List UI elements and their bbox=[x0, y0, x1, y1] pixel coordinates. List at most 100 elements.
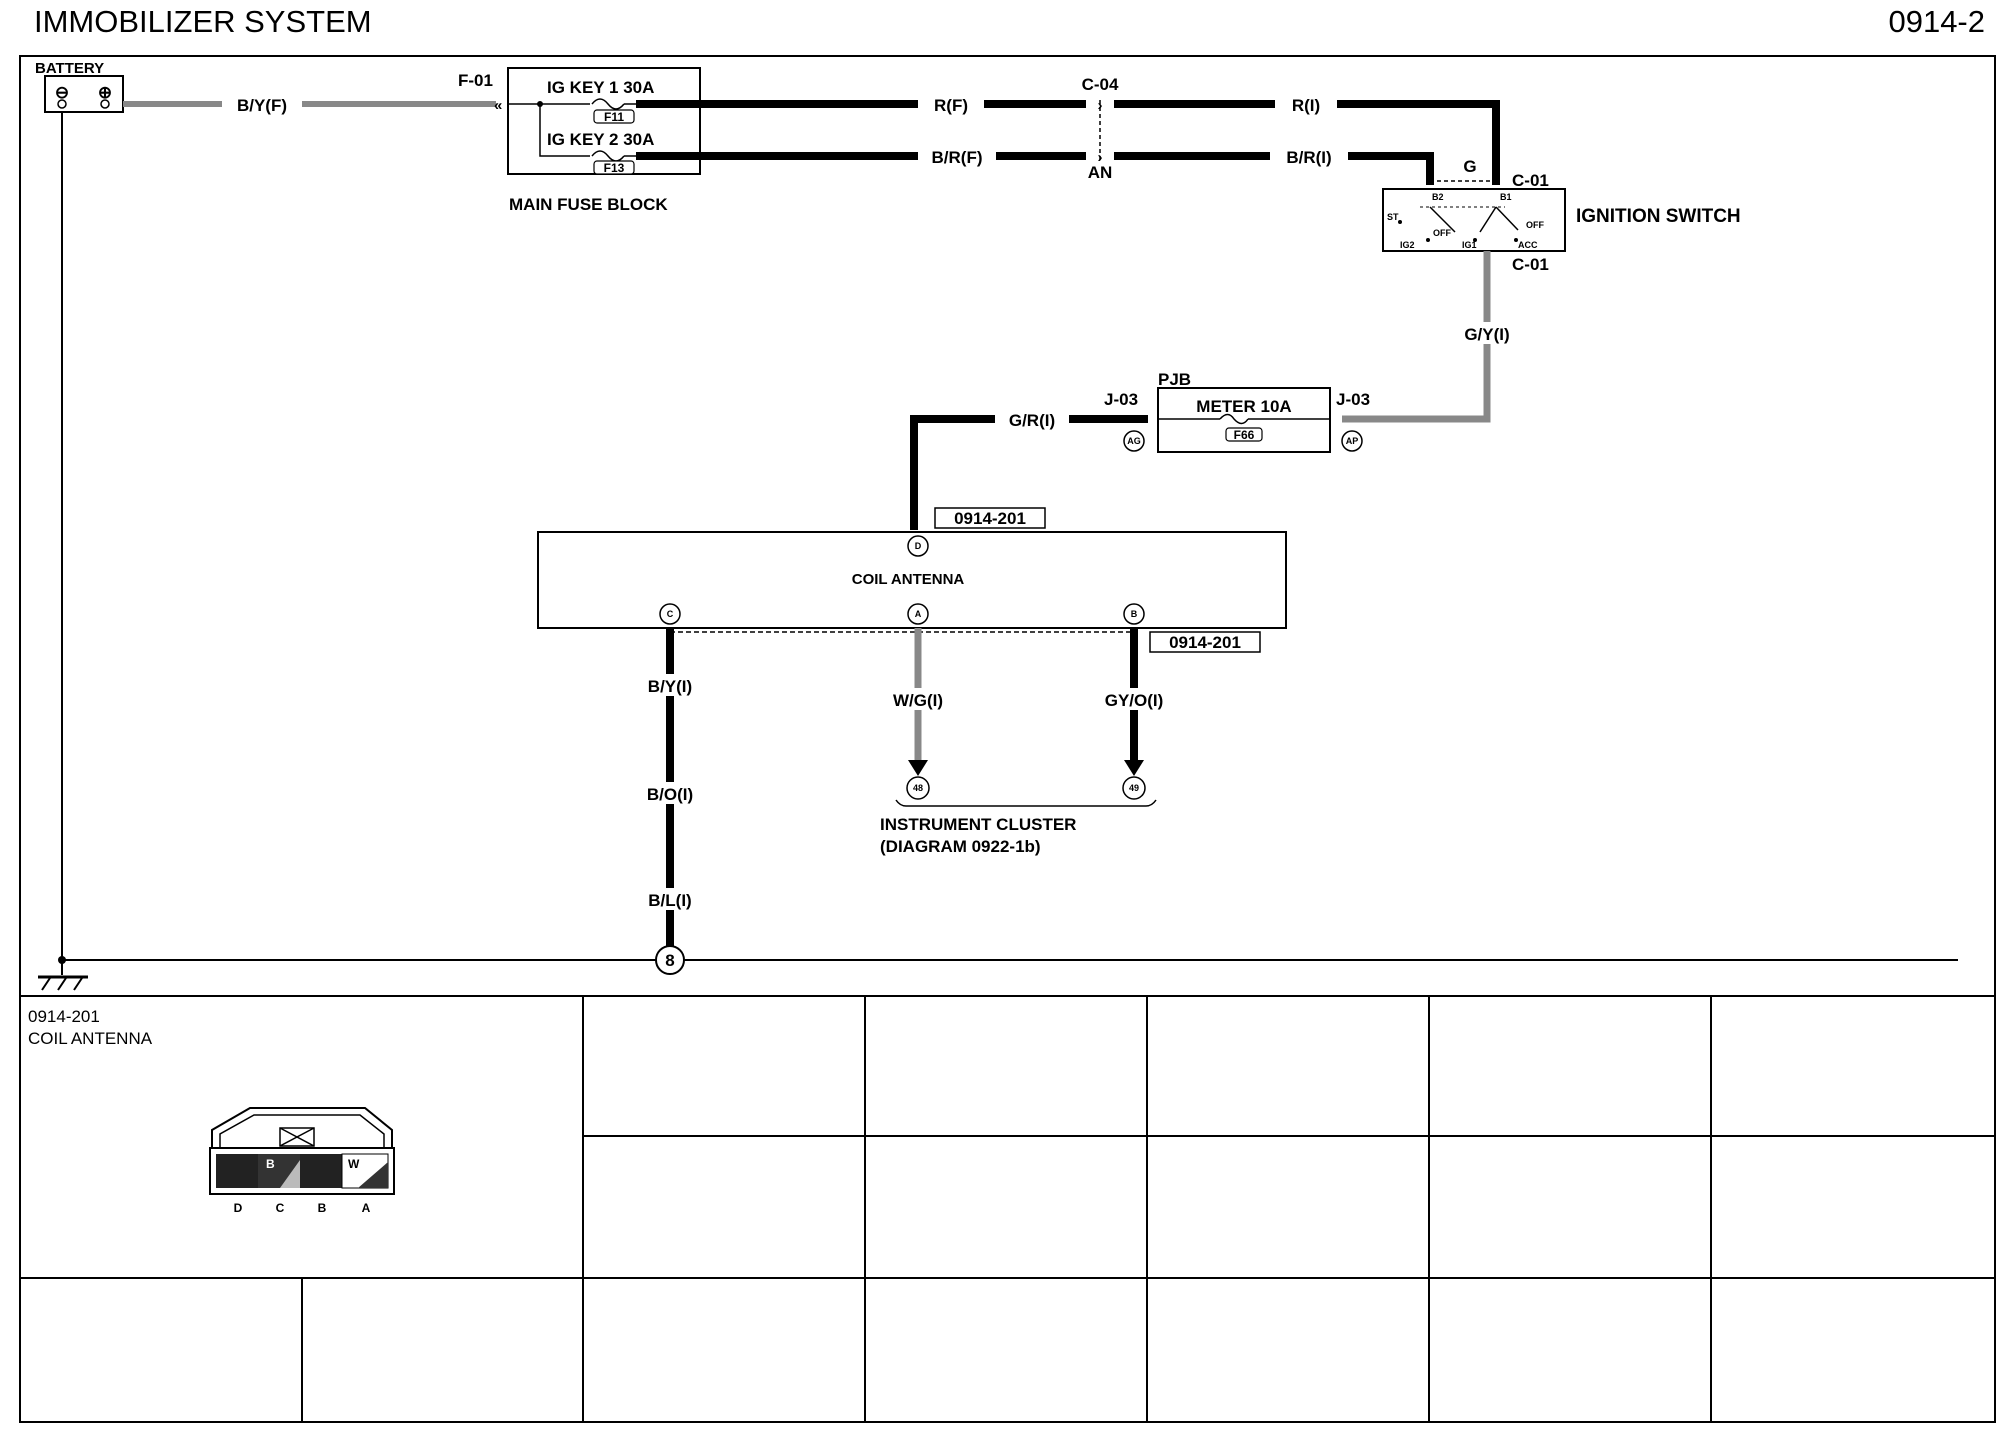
wire-label-bg bbox=[1452, 322, 1522, 344]
fuse-id-f66: F66 bbox=[1234, 428, 1255, 442]
connector-j03-right: J-03 bbox=[1336, 390, 1370, 409]
instrument-cluster-bracket bbox=[895, 799, 1157, 807]
pin-badge bbox=[907, 603, 929, 625]
pin-badge bbox=[1122, 776, 1146, 800]
switch-acc: ACC bbox=[1518, 240, 1538, 250]
coil-antenna-ref-top: 0914-201 bbox=[954, 509, 1026, 528]
wire-label-gr-i: G/R(I) bbox=[1009, 411, 1055, 430]
page-number: 0914-2 bbox=[1888, 4, 1985, 39]
wire-label-bg bbox=[632, 674, 708, 696]
battery-positive-icon: ⊕ bbox=[98, 83, 112, 102]
coil-antenna-pin-d: D bbox=[915, 541, 922, 551]
wire-label-bl-i: B/L(I) bbox=[648, 891, 691, 910]
diagram-title: IMMOBILIZER SYSTEM bbox=[34, 4, 372, 39]
switch-terminal-icon bbox=[1426, 238, 1430, 242]
wire-label-bg bbox=[222, 93, 302, 115]
pin-badge bbox=[659, 603, 681, 625]
ignition-switch-label: IGNITION SWITCH bbox=[1576, 206, 1741, 227]
fuse-icon bbox=[1219, 413, 1249, 425]
coil-antenna-pin-c: C bbox=[667, 609, 674, 619]
fuse-id-badge bbox=[593, 109, 635, 124]
wire-r bbox=[636, 100, 1500, 185]
wire-label-bg bbox=[918, 93, 984, 115]
switch-st: ST bbox=[1387, 212, 1399, 222]
connector-f01: F-01 bbox=[458, 71, 493, 90]
connector-ref-badge bbox=[1149, 631, 1261, 653]
wire-label-gy-i: G/Y(I) bbox=[1464, 325, 1509, 344]
wire-label-bg bbox=[918, 145, 996, 167]
arrow-down-icon bbox=[908, 760, 928, 776]
wire-label-bg bbox=[995, 408, 1069, 430]
switch-contact-icon bbox=[1429, 206, 1456, 233]
coil-antenna-pin-a: A bbox=[915, 609, 922, 619]
wire-label-wg-i: W/G(I) bbox=[893, 691, 943, 710]
battery-label: BATTERY bbox=[35, 60, 104, 77]
switch-off-1: OFF bbox=[1433, 228, 1451, 238]
switch-contact-icon bbox=[1495, 206, 1519, 231]
wire-gr-i bbox=[910, 415, 1148, 530]
coil-antenna-pin-b: B bbox=[1131, 609, 1138, 619]
connector-an: AN bbox=[1088, 163, 1113, 182]
switch-contact-icon bbox=[1479, 206, 1497, 233]
connector-symbol-icon: › bbox=[1098, 97, 1103, 114]
switch-terminal-icon bbox=[1398, 220, 1402, 224]
wire-label-r-i: R(I) bbox=[1292, 96, 1320, 115]
wire-label-gyo-i: GY/O(I) bbox=[1105, 691, 1164, 710]
switch-terminal-icon bbox=[1514, 238, 1518, 242]
fuse-icon bbox=[591, 98, 625, 110]
battery-terminal bbox=[57, 99, 67, 109]
connector-c01-bottom: C-01 bbox=[1512, 255, 1549, 274]
connector-g: G bbox=[1463, 157, 1476, 176]
wire-label-bg bbox=[1270, 145, 1348, 167]
switch-ig2: IG2 bbox=[1400, 240, 1415, 250]
fuse-id-f11: F11 bbox=[604, 110, 624, 124]
instrument-cluster-label: INSTRUMENT CLUSTER bbox=[880, 815, 1076, 834]
connector-slot-w: W bbox=[348, 1157, 360, 1171]
connector-ref-badge bbox=[934, 507, 1046, 529]
wire-label-r-f: R(F) bbox=[934, 96, 968, 115]
fuse-label-ig-key-2: IG KEY 2 30A bbox=[547, 130, 654, 149]
wire-label-bo-i: B/O(I) bbox=[647, 785, 693, 804]
ground-node bbox=[655, 945, 685, 975]
connector-c01-top: C-01 bbox=[1512, 171, 1549, 190]
wire-label-by-i: B/Y(I) bbox=[648, 677, 692, 696]
coil-antenna-connector-icon bbox=[209, 1107, 395, 1195]
fuse-label-meter: METER 10A bbox=[1196, 397, 1291, 416]
instrument-cluster-pin-49: 49 bbox=[1129, 783, 1139, 793]
wire-gy-i bbox=[1342, 251, 1491, 423]
connector-view-name: COIL ANTENNA bbox=[28, 1029, 153, 1048]
connector-pin-badge bbox=[1123, 430, 1145, 452]
connector-view-code: 0914-201 bbox=[28, 1007, 100, 1026]
connector-pin-label: D bbox=[234, 1201, 243, 1215]
coil-antenna-label: COIL ANTENNA bbox=[852, 571, 965, 588]
connector-pin-label: C bbox=[276, 1201, 285, 1215]
fuse-label-ig-key-1: IG KEY 1 30A bbox=[547, 78, 654, 97]
connector-pin-badge bbox=[1341, 430, 1363, 452]
wire-label-by-f: B/Y(F) bbox=[237, 96, 287, 115]
instrument-cluster-pin-48: 48 bbox=[913, 783, 923, 793]
pjb-label: PJB bbox=[1158, 370, 1191, 389]
switch-off-2: OFF bbox=[1526, 220, 1544, 230]
fuse-id-f13: F13 bbox=[604, 161, 625, 175]
battery-negative-icon: ⊖ bbox=[55, 83, 69, 102]
wire-label-bg bbox=[1275, 93, 1337, 115]
wire-label-bg bbox=[632, 888, 708, 910]
ground-icon-hatch bbox=[73, 977, 83, 991]
pin-badge bbox=[1123, 603, 1145, 625]
pin-badge bbox=[907, 535, 929, 557]
wire-label-bg bbox=[1090, 688, 1178, 710]
ground-icon-hatch bbox=[41, 977, 51, 991]
coil-antenna-ref-bottom: 0914-201 bbox=[1169, 633, 1241, 652]
connector-pin-label: B bbox=[318, 1201, 327, 1215]
fuse-icon bbox=[591, 150, 625, 162]
wire-label-br-f: B/R(F) bbox=[932, 148, 983, 167]
switch-b1: B1 bbox=[1500, 192, 1512, 202]
switch-ig1: IG1 bbox=[1462, 240, 1477, 250]
switch-terminal-icon bbox=[1473, 238, 1477, 242]
fuse-junction bbox=[537, 101, 543, 107]
wire-label-bg bbox=[632, 782, 708, 804]
fuse-id-badge bbox=[593, 160, 635, 175]
wire-label-bg bbox=[880, 688, 956, 710]
ground-icon-hatch bbox=[57, 977, 67, 991]
